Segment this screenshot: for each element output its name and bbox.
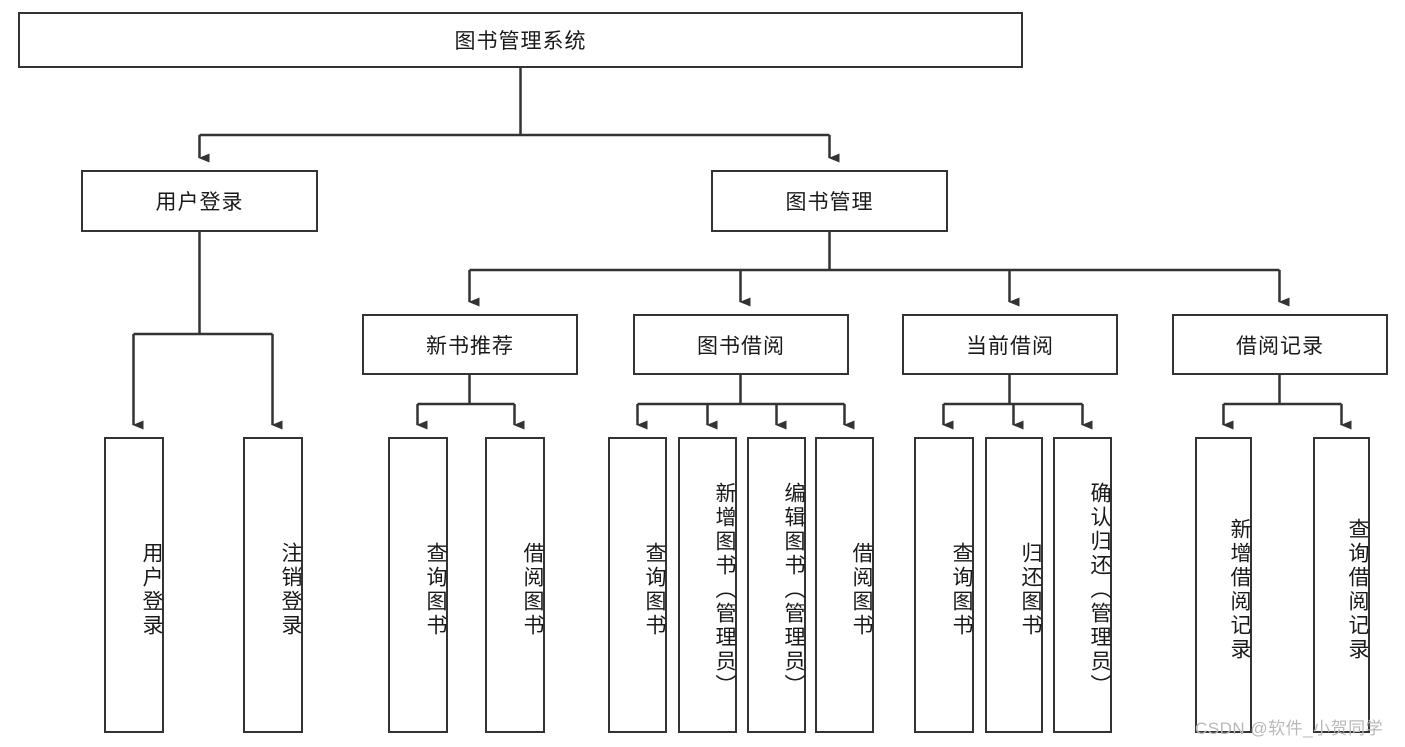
node-leaf-add-book-label: 新增图书（管理员） (713, 482, 736, 698)
node-leaf-edit-book[interactable]: 编辑图书（管理员） (747, 437, 806, 733)
node-leaf-confirm-return-label: 确认归还（管理员） (1088, 482, 1111, 698)
node-book-borrow-label: 图书借阅 (697, 334, 785, 358)
csdn-watermark: CSDN @软件_小贺同学 (1195, 719, 1384, 738)
node-leaf-borrow-book-label: 借阅图书 (850, 542, 873, 638)
node-leaf-add-book[interactable]: 新增图书（管理员） (678, 437, 737, 733)
node-leaf-query-book-current[interactable]: 查询图书 (914, 437, 974, 733)
node-root-label: 图书管理系统 (454, 30, 587, 53)
node-leaf-query-borrow-record[interactable]: 查询借阅记录 (1313, 437, 1370, 733)
node-leaf-user-logout[interactable]: 注销登录 (243, 437, 303, 733)
node-book-manage[interactable]: 图书管理 (711, 170, 948, 232)
node-book-borrow[interactable]: 图书借阅 (633, 314, 849, 375)
node-current-borrow[interactable]: 当前借阅 (902, 314, 1118, 375)
node-borrow-record[interactable]: 借阅记录 (1172, 314, 1388, 375)
node-new-book-recommend-label: 新书推荐 (426, 334, 514, 358)
node-borrow-record-label: 借阅记录 (1236, 334, 1324, 358)
node-leaf-borrow-book-recommend-label: 借阅图书 (521, 542, 544, 638)
node-leaf-query-book-recommend[interactable]: 查询图书 (388, 437, 448, 733)
node-leaf-user-login[interactable]: 用户登录 (104, 437, 164, 733)
node-leaf-borrow-book[interactable]: 借阅图书 (815, 437, 874, 733)
node-leaf-query-book-recommend-label: 查询图书 (424, 542, 447, 638)
node-leaf-add-borrow-record-label: 新增借阅记录 (1228, 518, 1251, 662)
node-leaf-add-borrow-record[interactable]: 新增借阅记录 (1195, 437, 1252, 733)
node-leaf-confirm-return[interactable]: 确认归还（管理员） (1053, 437, 1112, 733)
node-leaf-query-book-borrow-label: 查询图书 (643, 542, 666, 638)
node-user-login[interactable]: 用户登录 (81, 170, 318, 232)
node-leaf-query-book-borrow[interactable]: 查询图书 (608, 437, 667, 733)
node-leaf-query-borrow-record-label: 查询借阅记录 (1346, 518, 1369, 662)
node-user-login-label: 用户登录 (155, 191, 244, 214)
node-current-borrow-label: 当前借阅 (966, 334, 1054, 358)
node-root[interactable]: 图书管理系统 (18, 12, 1023, 68)
node-leaf-return-book[interactable]: 归还图书 (985, 437, 1043, 733)
node-leaf-return-book-label: 归还图书 (1019, 542, 1042, 638)
node-book-manage-label: 图书管理 (785, 191, 874, 214)
node-leaf-edit-book-label: 编辑图书（管理员） (782, 482, 805, 698)
node-leaf-query-book-current-label: 查询图书 (950, 542, 973, 638)
node-leaf-user-logout-label: 注销登录 (279, 542, 302, 638)
node-leaf-borrow-book-recommend[interactable]: 借阅图书 (485, 437, 545, 733)
node-new-book-recommend[interactable]: 新书推荐 (362, 314, 578, 375)
node-leaf-user-login-label: 用户登录 (140, 542, 163, 638)
